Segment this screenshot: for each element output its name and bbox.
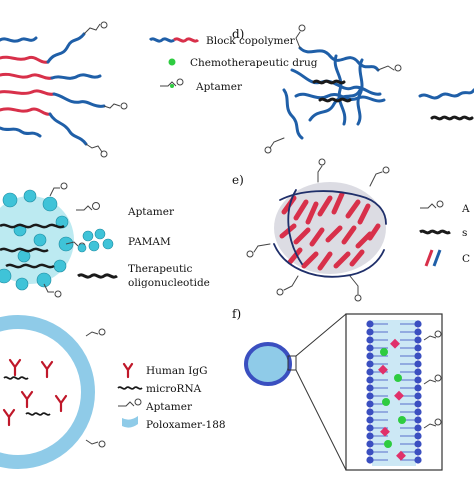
zoom-box-small [287, 355, 297, 371]
lipid-head [414, 384, 422, 392]
panel-b: Aptamer PAMAM Therapeutic oligonucleotid… [0, 182, 210, 298]
panel-b-legend: Aptamer PAMAM Therapeutic oligonucleotid… [76, 202, 210, 289]
vesicle [244, 342, 292, 386]
panel-c-aptamers [85, 328, 106, 448]
lipid-head [414, 352, 422, 360]
aptamer-icon [76, 202, 100, 211]
lipid-head [366, 456, 374, 464]
panel-a-micelle [0, 32, 106, 146]
legend-oligonucleotide: oligonucleotide [128, 277, 210, 289]
lipid-head [366, 384, 374, 392]
lipid-head [414, 368, 422, 376]
lipid-head [414, 376, 422, 384]
lipid-head [414, 408, 422, 416]
lipid-head [414, 432, 422, 440]
panel-d-legend-partial [418, 88, 474, 121]
panel-e-legend-fragment-c: C [462, 253, 470, 265]
human-igg-icon [122, 362, 134, 379]
lipid-head [414, 400, 422, 408]
lipid-head [414, 328, 422, 336]
panel-e-legend-fragment-a: A [461, 203, 470, 215]
lipid-head [366, 328, 374, 336]
lipid-head [414, 392, 422, 400]
panel-d-label: d) [232, 27, 244, 41]
legend-therapeutic: Therapeutic [128, 263, 193, 275]
lipid-head [414, 448, 422, 456]
lipid-head [414, 320, 422, 328]
lipid-head [414, 360, 422, 368]
lipid-head [366, 432, 374, 440]
aptamer-icon [160, 78, 184, 88]
panel-f-label: f) [232, 307, 241, 321]
legend-poloxamer-188: Poloxamer-188 [146, 419, 226, 431]
lipid-head [366, 344, 374, 352]
chemotherapeutic-drug-icon [168, 58, 176, 66]
panel-c: Human IgG microRNA Aptamer Poloxamer-188 [0, 315, 226, 469]
legend-human-igg: Human IgG [146, 365, 208, 377]
panel-a-legend: Block copolymer Chemotherapeutic drug Ap… [148, 35, 318, 93]
lipid-head [414, 424, 422, 432]
poloxamer-shell [0, 315, 95, 469]
legend-block-copolymer: Block copolymer [206, 35, 296, 47]
lipid-head [414, 456, 422, 464]
lipid-head [366, 320, 374, 328]
panel-a: Block copolymer Chemotherapeutic drug Ap… [0, 21, 318, 158]
lipid-head [414, 416, 422, 424]
panel-e-nanostructure [246, 158, 390, 302]
legend-aptamer-c: Aptamer [145, 401, 193, 413]
panel-a-aptamers [83, 21, 128, 158]
block-copolymer-icon [148, 37, 176, 43]
legend-pamam: PAMAM [128, 236, 171, 248]
helix-icon [424, 249, 442, 267]
panel-f: f) [232, 307, 443, 471]
panel-e-label: e) [232, 173, 244, 187]
legend-microrna: microRNA [146, 383, 202, 395]
lipid-head [366, 400, 374, 408]
poloxamer-188-icon [122, 416, 138, 428]
panel-e-legend-fragment-s: s [462, 227, 467, 239]
aptamer-icon [420, 200, 444, 209]
panel-d-nanostructure [264, 24, 402, 154]
zoom-lines [295, 313, 347, 471]
panel-e-legend-partial: A s C [419, 200, 470, 267]
lipid-head [366, 336, 374, 344]
lipid-head [366, 376, 374, 384]
lipid-head [414, 336, 422, 344]
microrna-icon [117, 386, 143, 390]
lipid-head [366, 368, 374, 376]
lipid-head [414, 344, 422, 352]
lipid-head [366, 440, 374, 448]
panel-c-igg [2, 358, 68, 427]
pamam-icon [77, 228, 114, 253]
panel-c-legend: Human IgG microRNA Aptamer Poloxamer-188 [117, 362, 226, 431]
legend-aptamer-b: Aptamer [127, 206, 175, 218]
lipid-head [366, 392, 374, 400]
lipid-head [366, 424, 374, 432]
membrane-bilayer [366, 320, 442, 466]
aptamer-icon [118, 398, 142, 407]
panel-c-microrna [3, 376, 51, 416]
panel-e: e) A [232, 158, 470, 302]
lipid-head [366, 360, 374, 368]
therapeutic-oligonucleotide-icon [77, 273, 118, 279]
lipid-head [366, 408, 374, 416]
legend-aptamer-a: Aptamer [195, 81, 243, 93]
panel-d: d) [232, 24, 474, 154]
lipid-head [366, 448, 374, 456]
lipid-head [414, 440, 422, 448]
lipid-head [366, 416, 374, 424]
legend-chemotherapeutic-drug: Chemotherapeutic drug [190, 57, 318, 69]
lipid-head [366, 352, 374, 360]
panel-b-dendrimer [0, 182, 86, 298]
